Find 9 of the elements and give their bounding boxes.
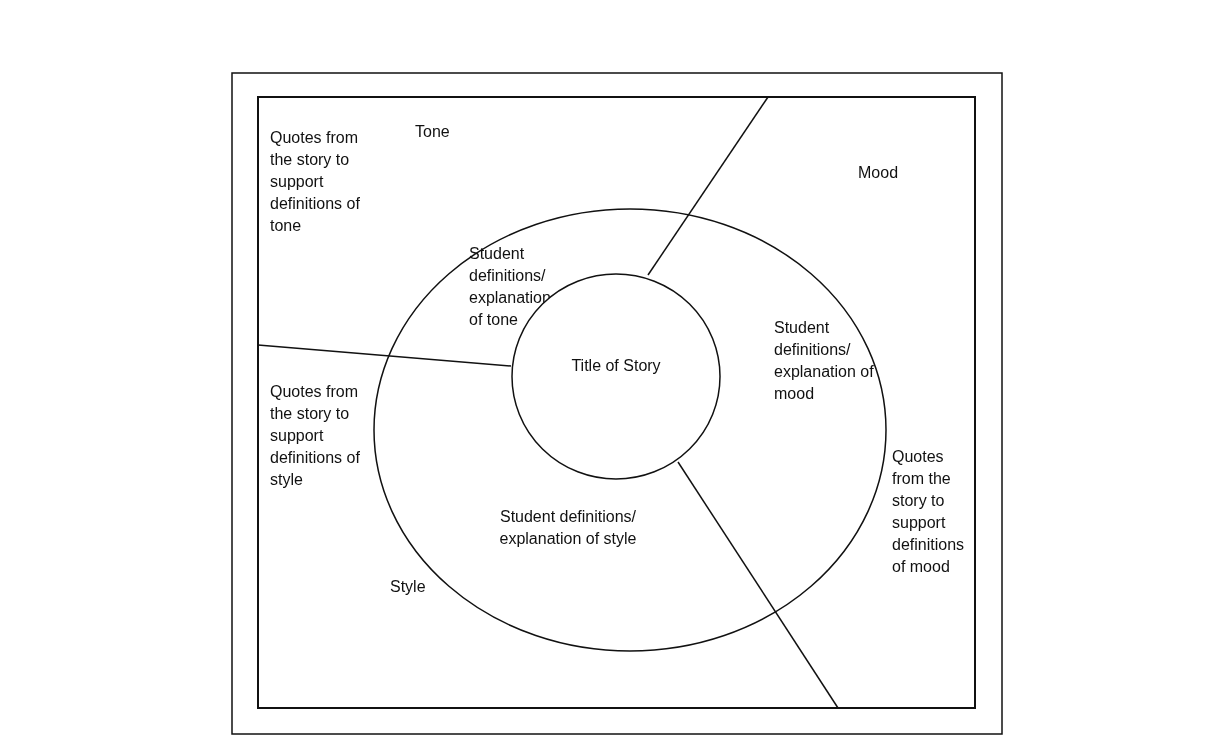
category-label: Mood: [858, 163, 900, 183]
category-label: Style: [390, 577, 427, 597]
quote-prompt: Quotes from the story to support definitions of style: [270, 382, 361, 490]
sector-text: Student definitions/ explanation of mood: [774, 317, 874, 405]
quote-prompt: Quotes from the story to support definitions of tone: [270, 128, 361, 236]
quote-prompt: Quotes from the story to support definitions of mood: [892, 447, 966, 577]
category-label: Tone: [415, 122, 451, 142]
sector-text: Student definitions/ explanation of style: [478, 506, 658, 550]
story-title: Title of Story: [570, 355, 662, 376]
